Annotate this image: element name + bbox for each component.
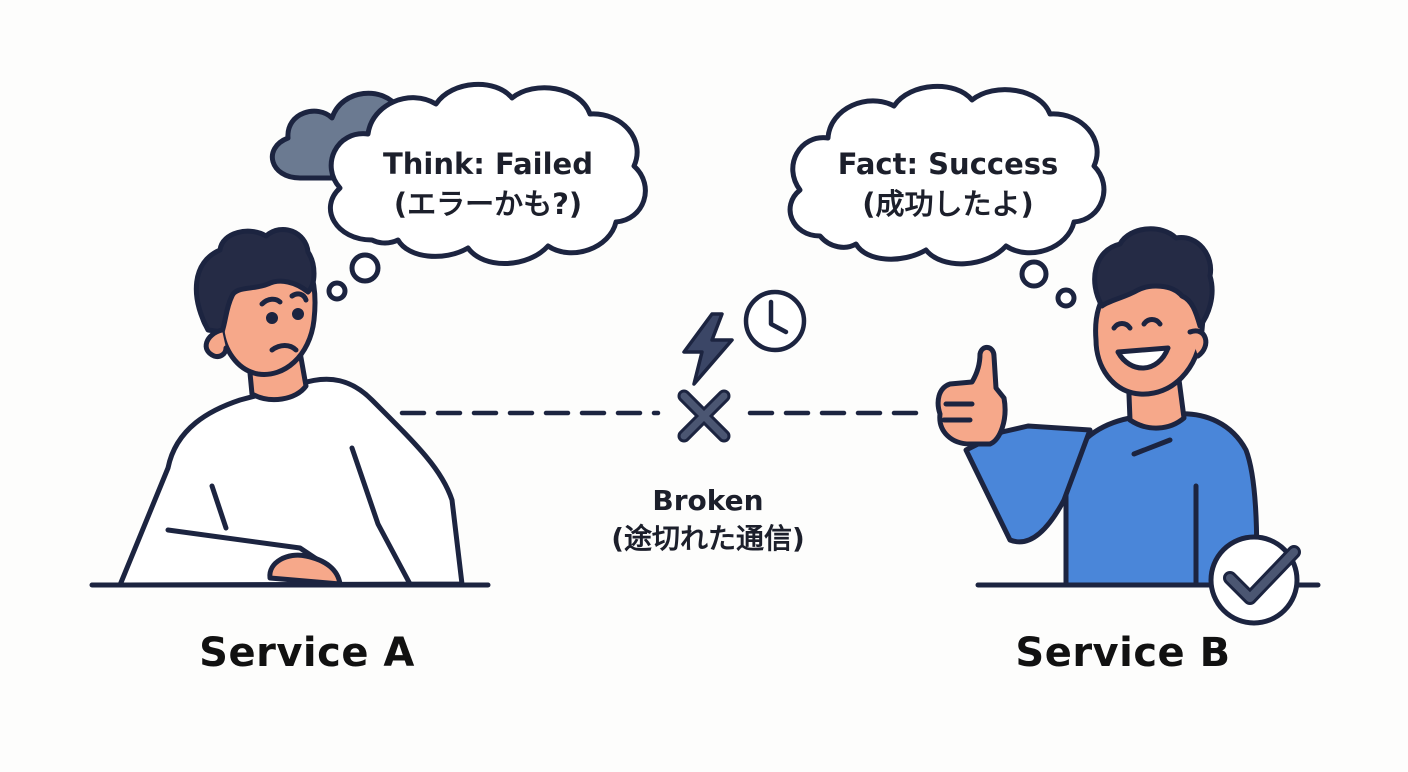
service-a-label: Service A [199,630,415,676]
arm-b [963,423,1093,545]
thought-dot-large-b [1019,259,1049,289]
thought-b-line1: Fact: Success [837,147,1059,181]
thought-a-line2: (エラーかも?) [393,187,583,221]
thought-b-line2: (成功したよ) [862,187,1034,221]
connection-status-line2: (途切れた通信) [611,522,805,555]
person-a [117,226,465,588]
thought-dot-small-b [1055,287,1077,309]
thought-text-a: Think: Failed (エラーかも?) [348,144,628,224]
hair-a [193,226,317,335]
connection-status: Broken (途切れた通信) [548,482,868,558]
person-b [935,226,1260,588]
lightning-bolt-icon [682,312,734,386]
clock-icon [743,289,807,353]
thought-a-line1: Think: Failed [383,147,593,181]
thought-dot-small-a [326,280,348,302]
hand-a [267,552,343,587]
service-b-label: Service B [1015,630,1231,676]
thought-bubble-b [787,83,1107,309]
checkmark-badge-icon [1208,534,1301,626]
thought-dot-large-a [349,252,381,284]
thumbs-up-hand [935,345,1008,447]
thought-text-b: Fact: Success (成功したよ) [808,144,1088,224]
x-mark-icon [677,389,731,443]
thought-bubble-a [326,82,648,302]
hair-b [1092,226,1215,329]
connection-status-line1: Broken [652,484,764,517]
